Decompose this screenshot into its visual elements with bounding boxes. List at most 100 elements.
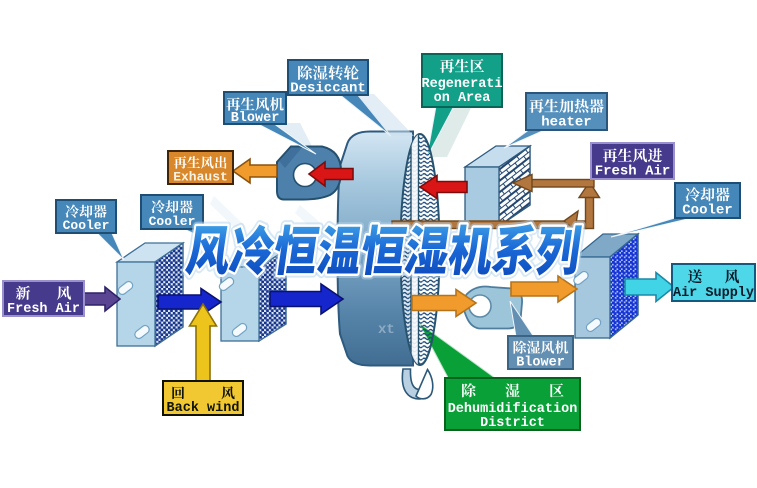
cooler-left-2-label-box (140, 194, 204, 230)
desiccant-label: Desiccant (287, 59, 369, 97)
dehum-blower-label-box (507, 335, 574, 370)
cjk-glyph (15, 285, 31, 300)
cooler-left-2-label-text-en: Cooler (149, 214, 196, 229)
back-wind-label-text-en: Back wind (167, 401, 240, 416)
cooler-left-1-label: Cooler (55, 199, 125, 261)
exhaust-label: Exhaust (167, 150, 234, 185)
cjk-glyph (462, 383, 476, 398)
cjk-glyph (617, 148, 633, 162)
cjk-glyph (173, 156, 187, 169)
exhaust-label-box (167, 150, 234, 185)
cjk-glyph (328, 65, 344, 80)
cjk-glyph (589, 99, 604, 113)
cjk-glyph (647, 148, 663, 163)
regen-fresh-air-label-text-en: Fresh Air (595, 164, 671, 180)
regen-heater-box (462, 144, 533, 228)
process-air-arrow-2 (269, 282, 345, 316)
cooler-right-label-box (674, 182, 741, 219)
regen-hot-air-arrow-red (418, 173, 468, 201)
dehum-district-label-text-en: District (480, 416, 545, 431)
cjk-glyph (200, 156, 214, 169)
cjk-glyph (544, 98, 559, 113)
regen-heater-label-text-en: heater (541, 115, 591, 131)
cjk-glyph (221, 386, 235, 400)
cjk-glyph (226, 221, 277, 278)
regen-heater-label: heater (503, 92, 608, 149)
desiccant-label-text-zh (298, 65, 359, 80)
desiccant-label-box (287, 59, 369, 96)
return-air-arrow (188, 302, 218, 383)
cjk-glyph (554, 340, 569, 354)
cooler-right-label-text-en: Cooler (682, 203, 732, 219)
regen-area-label-text-en: Regenerati (421, 77, 502, 92)
cooler-box-1-pipe-stud-1 (117, 280, 134, 296)
supply-cooler-box-pipe-stud-1 (573, 270, 589, 286)
regen-blower-chamfer-shade (279, 147, 302, 168)
cooler-box-1-pipe-stud-2 (134, 324, 150, 340)
cjk-glyph (715, 187, 730, 202)
exhaust-out-arrow (231, 157, 278, 185)
cooler-left-1-label-text-zh (65, 204, 107, 218)
dehum-district-label-text-zh (462, 383, 564, 398)
rotation-arrow-head (415, 367, 434, 400)
cjk-glyph (255, 97, 270, 111)
rotor-rotation-arrow (401, 367, 434, 400)
cjk-glyph (56, 285, 72, 300)
exhaust-label-text-zh (173, 156, 227, 169)
cjk-glyph (687, 269, 703, 284)
desiccant-label-text-en: Desiccant (290, 81, 366, 97)
cjk-glyph (448, 224, 491, 276)
fresh-air-label: Fresh Air (2, 280, 85, 317)
back-wind-label-box (162, 380, 244, 416)
regen-blower-label-text-en: Blower (231, 111, 280, 126)
cjk-glyph (540, 340, 555, 354)
regen-blower-label-box (223, 91, 287, 125)
dry-air-arrow-1 (411, 287, 478, 319)
fresh-air-arrow (83, 285, 122, 313)
cjk-glyph (187, 156, 201, 169)
cjk-glyph (404, 225, 449, 274)
cjk-glyph (536, 225, 582, 276)
regen-blower-label: Blower (223, 91, 317, 155)
cjk-glyph (65, 204, 79, 218)
cjk-glyph (574, 98, 589, 113)
back-wind-label: Back wind (162, 380, 244, 416)
regen-blower-label-text-zh (226, 97, 284, 111)
cjk-glyph (93, 204, 107, 218)
duct-riser (584, 195, 595, 230)
dry-air-arrow-2 (510, 274, 579, 304)
regen-exhaust-arrow-red (307, 160, 354, 188)
supply-cooler-box (573, 232, 640, 340)
cjk-glyph (362, 224, 408, 276)
cjk-glyph (269, 97, 284, 111)
regen-heater-box-front-face (464, 166, 500, 227)
regen-area-label-text-zh (439, 58, 485, 73)
cjk-glyph (470, 58, 485, 73)
cjk-glyph (151, 199, 165, 214)
cjk-glyph (316, 225, 361, 274)
dehum-district-label-text-en: Dehumidification (448, 402, 578, 417)
regen-area-label-text-en: on Area (434, 91, 491, 106)
cjk-glyph (700, 187, 715, 202)
cjk-glyph (240, 97, 255, 111)
air-supply-label: Air Supply (671, 263, 756, 302)
cooler-left-1-label-text-en: Cooler (63, 218, 110, 233)
background-wisp-1 (210, 196, 247, 232)
cjk-glyph (491, 224, 535, 276)
cjk-glyph (529, 98, 544, 113)
cjk-glyph (602, 148, 618, 163)
rotor-watermark-xt: xt (378, 322, 395, 338)
dehum-blower-label-text-zh (513, 340, 569, 354)
cjk-glyph (559, 98, 574, 113)
cooler-right-label: Cooler (610, 182, 741, 238)
cjk-glyph (513, 340, 527, 354)
cjk-glyph (549, 383, 564, 398)
cooler-right-label-text-zh (685, 187, 730, 202)
cjk-glyph (184, 226, 229, 276)
dehum-blower-label-text-en: Blower (516, 356, 565, 371)
cjk-glyph (439, 58, 455, 73)
cjk-glyph (179, 200, 193, 214)
